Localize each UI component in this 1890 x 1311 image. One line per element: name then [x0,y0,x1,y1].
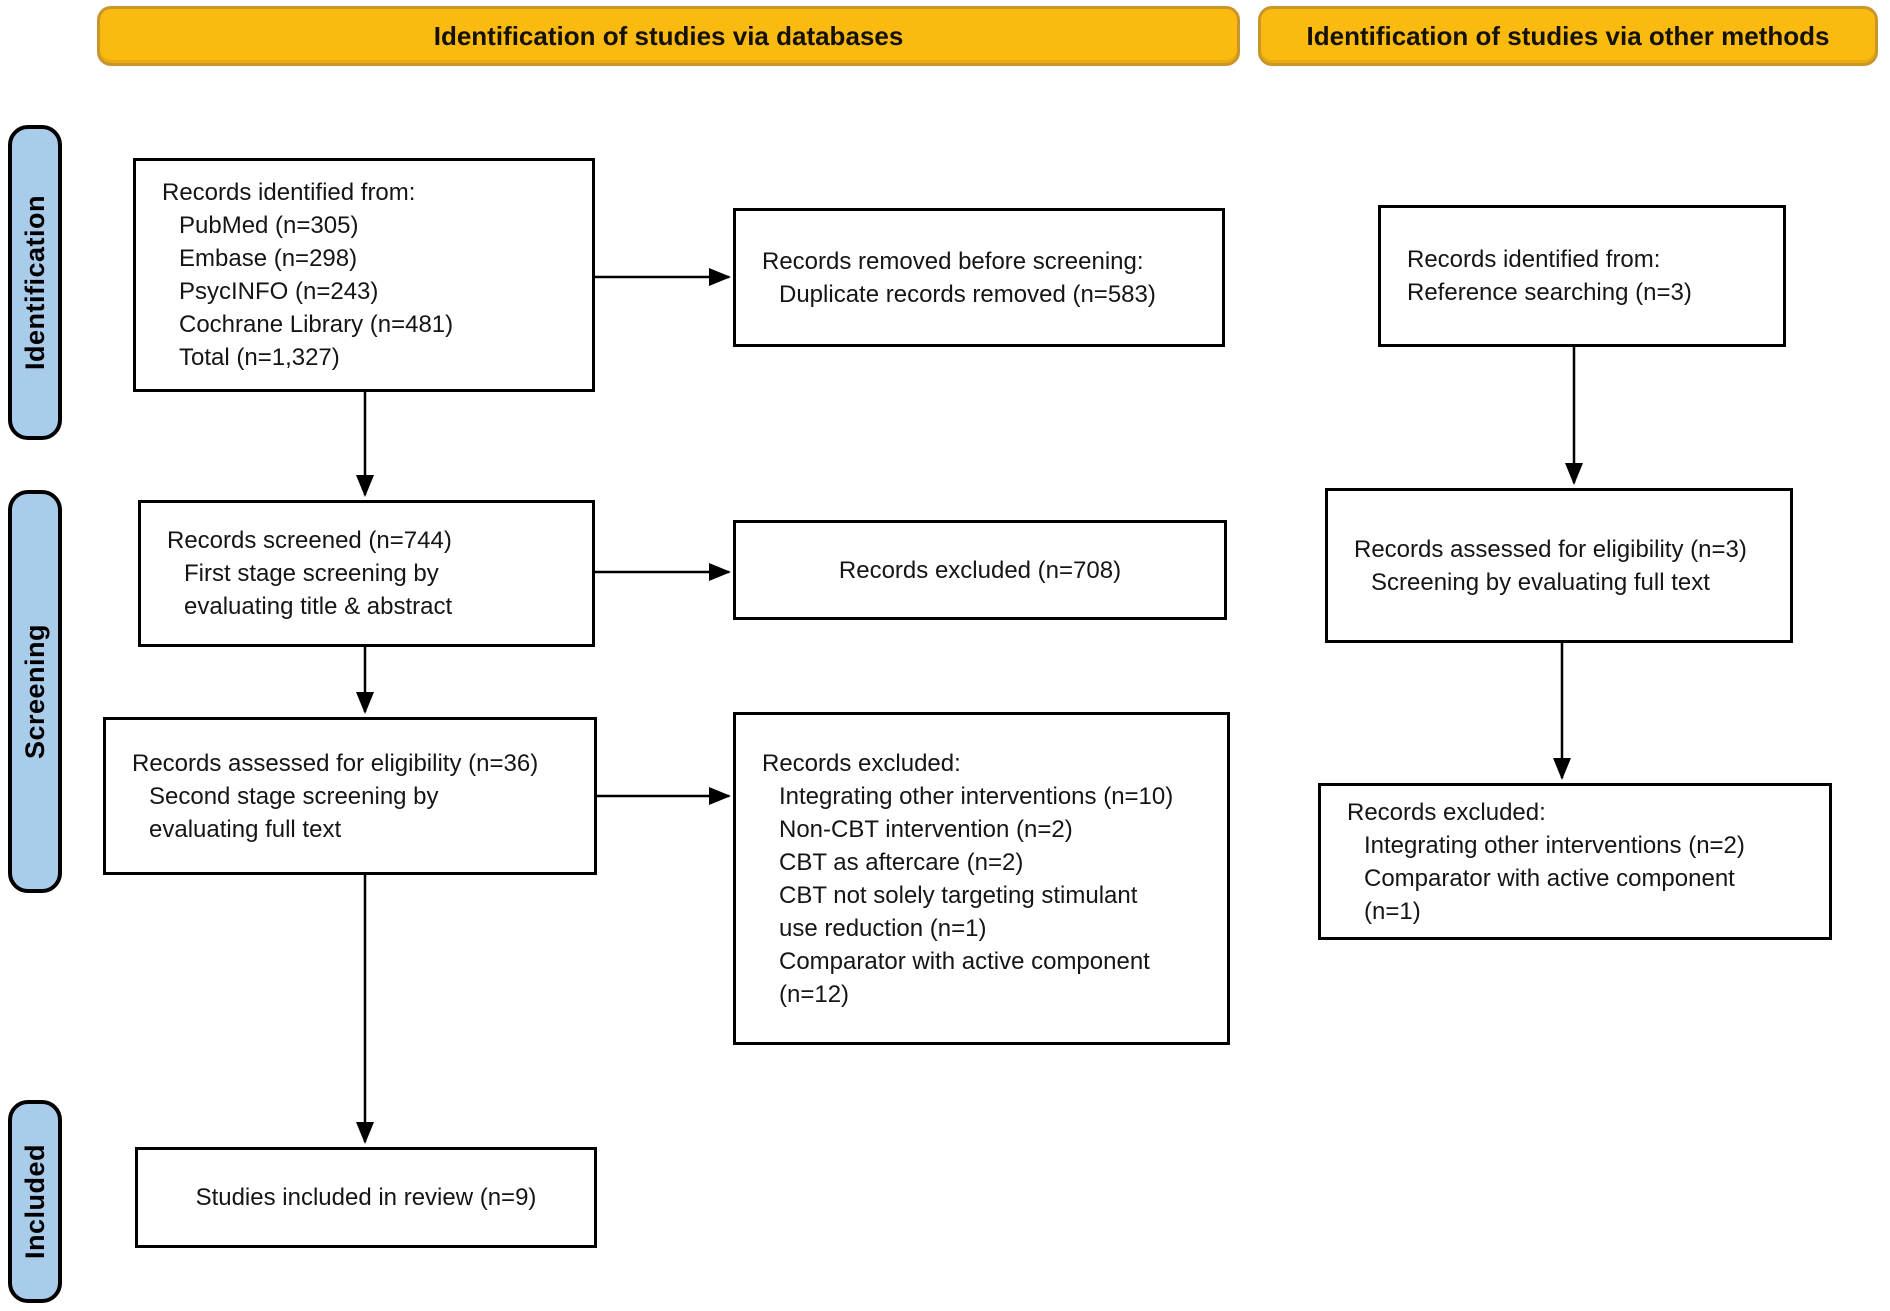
box-line: Reference searching (n=3) [1407,279,1692,306]
box-records-excluded-first-stage: Records excluded (n=708) [733,520,1227,620]
box-records-assessed-eligibility-full-text: Records assessed for eligibility (n=36) … [103,717,597,875]
box-line: Records identified from: [1407,246,1661,273]
box-line: evaluating full text [149,815,342,843]
box-line: Studies included in review (n=9) [195,1184,537,1211]
box-records-removed-before-screening: Records removed before screening: Duplic… [733,208,1225,347]
stage-label-screening: Screening [8,490,62,893]
stage-label-identification: Identification [8,125,62,440]
box-line: PsycINFO (n=243) [179,278,379,305]
box-line: Integrating other interventions (n=2) [1364,831,1745,859]
box-line: First stage screening by [184,560,439,587]
box-records-identified-other-methods: Records identified from: Reference searc… [1378,205,1786,347]
box-line: Non-CBT intervention (n=2) [779,815,1073,843]
box-line: (n=1) [1364,897,1421,925]
stage-label-included: Included [8,1100,62,1303]
stage-label-included-text: Included [19,1143,50,1259]
box-records-excluded-other-methods: Records excluded: Integrating other inte… [1318,783,1832,940]
box-line: Records excluded (n=708) [838,556,1122,584]
box-line: Records assessed for eligibility (n=36) [132,749,539,777]
box-line: CBT not solely targeting stimulant [779,881,1138,909]
box-line: Records excluded: [1347,798,1546,826]
box-line: Records removed before screening: [762,247,1144,275]
box-line: (n=12) [779,980,850,1008]
box-studies-included-in-review: Studies included in review (n=9) [135,1147,597,1248]
box-line: Comparator with active component [1364,864,1735,892]
banner-identification-via-databases: Identification of studies via databases [97,6,1240,66]
box-line: Records screened (n=744) [167,527,452,554]
box-line: Duplicate records removed (n=583) [779,280,1156,308]
stage-label-screening-text: Screening [19,623,50,760]
box-records-identified-databases: Records identified from: PubMed (n=305) … [133,158,595,392]
stage-label-identification-text: Identification [19,195,50,370]
box-line: Total (n=1,327) [179,344,340,371]
box-records-assessed-eligibility-other: Records assessed for eligibility (n=3) S… [1325,488,1793,643]
box-records-excluded-second-stage: Records excluded: Integrating other inte… [733,712,1230,1045]
banner-identification-via-other-methods: Identification of studies via other meth… [1258,6,1878,66]
box-line: evaluating title & abstract [184,593,453,620]
box-line: PubMed (n=305) [179,212,359,239]
box-line: Cochrane Library (n=481) [179,311,454,338]
box-line: Second stage screening by [149,782,439,810]
box-records-screened: Records screened (n=744) First stage scr… [138,500,595,647]
box-line: Records assessed for eligibility (n=3) [1354,535,1747,563]
box-line: Records identified from: [162,179,416,206]
box-line: Comparator with active component [779,947,1150,975]
box-line: Records excluded: [762,749,961,777]
box-line: Embase (n=298) [179,245,358,272]
box-line: Screening by evaluating full text [1371,568,1710,596]
box-line: Integrating other interventions (n=10) [779,782,1174,810]
box-line: use reduction (n=1) [779,914,987,942]
box-line: CBT as aftercare (n=2) [779,848,1024,876]
